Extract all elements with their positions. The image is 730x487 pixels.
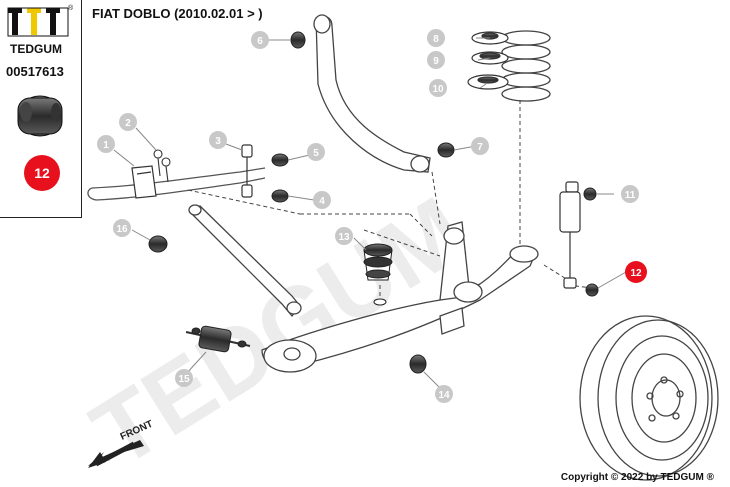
svg-text:6: 6 [257,36,263,47]
product-thumbnail [17,95,63,137]
svg-text:12: 12 [630,268,642,279]
callout-6[interactable]: 6 [251,31,269,49]
part-number: 00517613 [6,64,64,79]
spring-seats [467,31,509,90]
svg-text:2: 2 [125,118,131,129]
svg-text:13: 13 [338,232,350,243]
svg-text:9: 9 [433,56,439,67]
product-info-panel [0,0,82,218]
lower-trailing-arm [188,204,302,318]
stabilizer-bar [87,167,266,201]
link-bushings [271,153,289,203]
copyright-notice: Copyright © 2022 by TEDGUM ® [560,472,714,483]
rubber-bushings [148,31,599,374]
callout-10[interactable]: 10 [429,79,447,97]
svg-text:7: 7 [477,142,483,153]
brand-logo: TEDGUM ® [7,4,74,56]
callout-1[interactable]: 1 [97,135,115,153]
callout-5[interactable]: 5 [307,143,325,161]
rear-axle-beam [261,221,539,373]
callout-15[interactable]: 15 [175,369,193,387]
selected-part-badge: 12 [24,155,60,191]
svg-text:16: 16 [116,224,128,235]
svg-text:5: 5 [313,148,319,159]
registered-mark: ® [68,4,74,12]
svg-text:10: 10 [432,84,444,95]
stabilizer-link [241,144,253,198]
shock-absorber [559,181,581,289]
svg-text:14: 14 [438,390,450,401]
callouts: 1 2 3 4 5 6 7 [97,29,647,403]
callout-2[interactable]: 2 [119,113,137,131]
callout-14[interactable]: 14 [435,385,453,403]
callout-8[interactable]: 8 [427,29,445,47]
callout-4[interactable]: 4 [313,191,331,209]
callout-9[interactable]: 9 [427,51,445,69]
callout-16[interactable]: 16 [113,219,131,237]
axle-bushing [185,325,251,353]
svg-text:3: 3 [215,136,221,147]
upper-control-arm [313,14,431,173]
svg-text:4: 4 [319,196,325,207]
callout-3[interactable]: 3 [209,131,227,149]
svg-text:1: 1 [103,140,109,151]
brand-name: TEDGUM [10,42,62,56]
bump-stop [363,243,393,306]
wheel [579,315,719,481]
vehicle-title: FIAT DOBLO (2010.02.01 > ) [92,6,263,21]
assembly-guide-lines [187,100,593,305]
svg-text:11: 11 [625,190,636,201]
svg-text:8: 8 [433,34,439,45]
svg-text:12: 12 [34,165,50,181]
callout-13[interactable]: 13 [335,227,353,245]
bracket-bolts [153,149,171,183]
callout-12[interactable]: 12 [625,261,647,283]
coil-spring [501,30,551,102]
callout-11[interactable]: 11 [621,185,639,203]
svg-text:15: 15 [178,374,190,385]
stabilizer-bracket [131,165,157,199]
watermark-text: TEDGUM [74,177,483,487]
callout-7[interactable]: 7 [471,137,489,155]
